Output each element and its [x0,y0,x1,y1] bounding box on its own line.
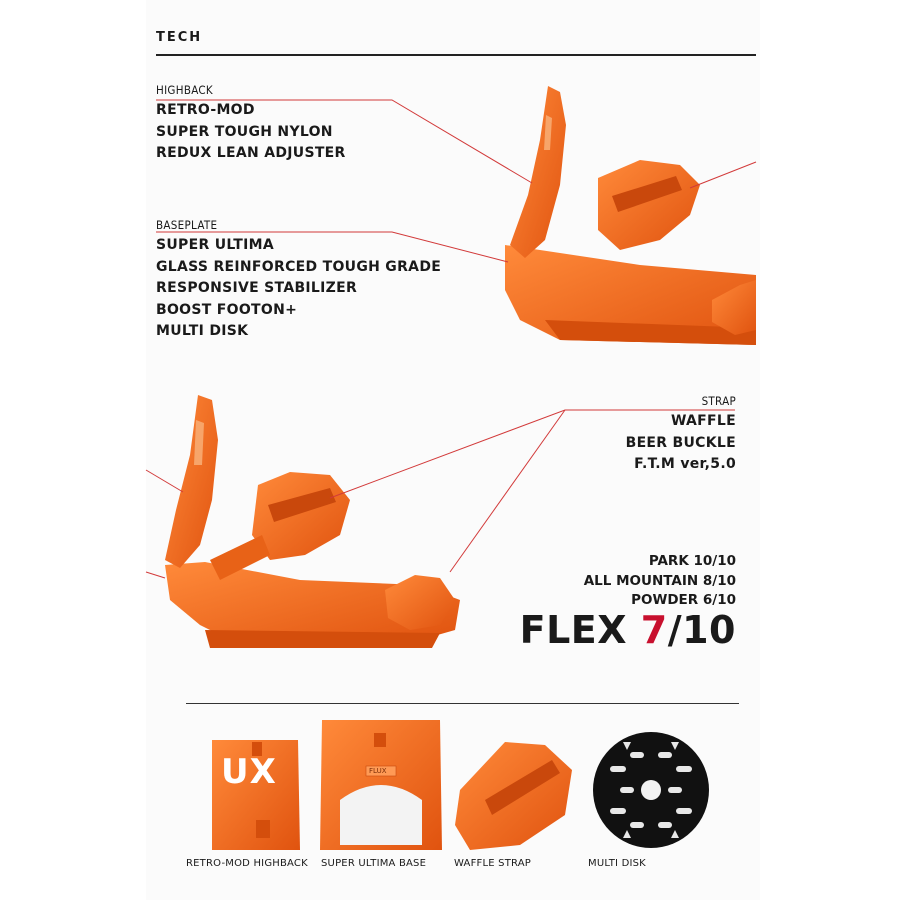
callout-lines [145,99,757,579]
baseplate-features: SUPER ULTIMA GLASS REINFORCED TOUGH GRAD… [156,235,441,343]
feature-item: SUPER ULTIMA [156,237,275,253]
caption-strap: WAFFLE STRAP [454,858,532,869]
flex-usage-ratings: PARK 10/10 ALL MOUNTAIN 8/10 POWDER 6/10 [584,552,736,611]
feature-item: F.T.M ver,5.0 [634,456,736,472]
strap-category: STRAP [701,394,736,408]
flex-scale: /10 [667,608,736,652]
flex-usage-item: POWDER 6/10 [631,592,736,608]
flex-usage-item: ALL MOUNTAIN 8/10 [583,572,736,589]
section-divider [156,54,756,56]
highback-features: RETRO-MOD SUPER TOUGH NYLON REDUX LEAN A… [156,100,346,165]
section-title: TECH [156,30,203,45]
details-divider [186,703,739,704]
highback-category: HIGHBACK [156,83,214,97]
feature-item: GLASS REINFORCED TOUGH GRADE [156,258,442,275]
feature-item: MULTI DISK [156,323,249,339]
caption-base: SUPER ULTIMA BASE [321,858,427,869]
baseplate-category: BASEPLATE [156,218,218,232]
flex-rating: FLEX 7/10 [520,608,736,652]
binding-top-image [505,86,756,345]
feature-item: SUPER TOUGH NYLON [156,123,333,140]
feature-item: BOOST FOOTON+ [156,301,298,318]
caption-multi-disk: MULTI DISK [588,858,646,869]
detail-base-image [320,720,442,850]
feature-item: BEER BUCKLE [625,434,736,451]
flex-value: 7 [640,608,668,652]
binding-middle-image [165,395,460,648]
caption-highback: RETRO-MOD HIGHBACK [186,858,308,869]
feature-item: RETRO-MOD [156,102,255,118]
detail-highback-image [212,740,300,850]
feature-item: RESPONSIVE STABILIZER [156,280,358,296]
flex-usage-item: PARK 10/10 [648,553,736,569]
flex-label: FLEX [519,608,641,652]
feature-item: REDUX LEAN ADJUSTER [156,145,346,161]
detail-strap-image [455,742,572,850]
strap-features: WAFFLE BEER BUCKLE F.T.M ver,5.0 [626,411,736,476]
base-badge: FLUX [369,767,387,775]
feature-item: WAFFLE [670,413,736,429]
highback-badge: UX [221,752,277,792]
detail-multi-disk-image [593,732,709,848]
